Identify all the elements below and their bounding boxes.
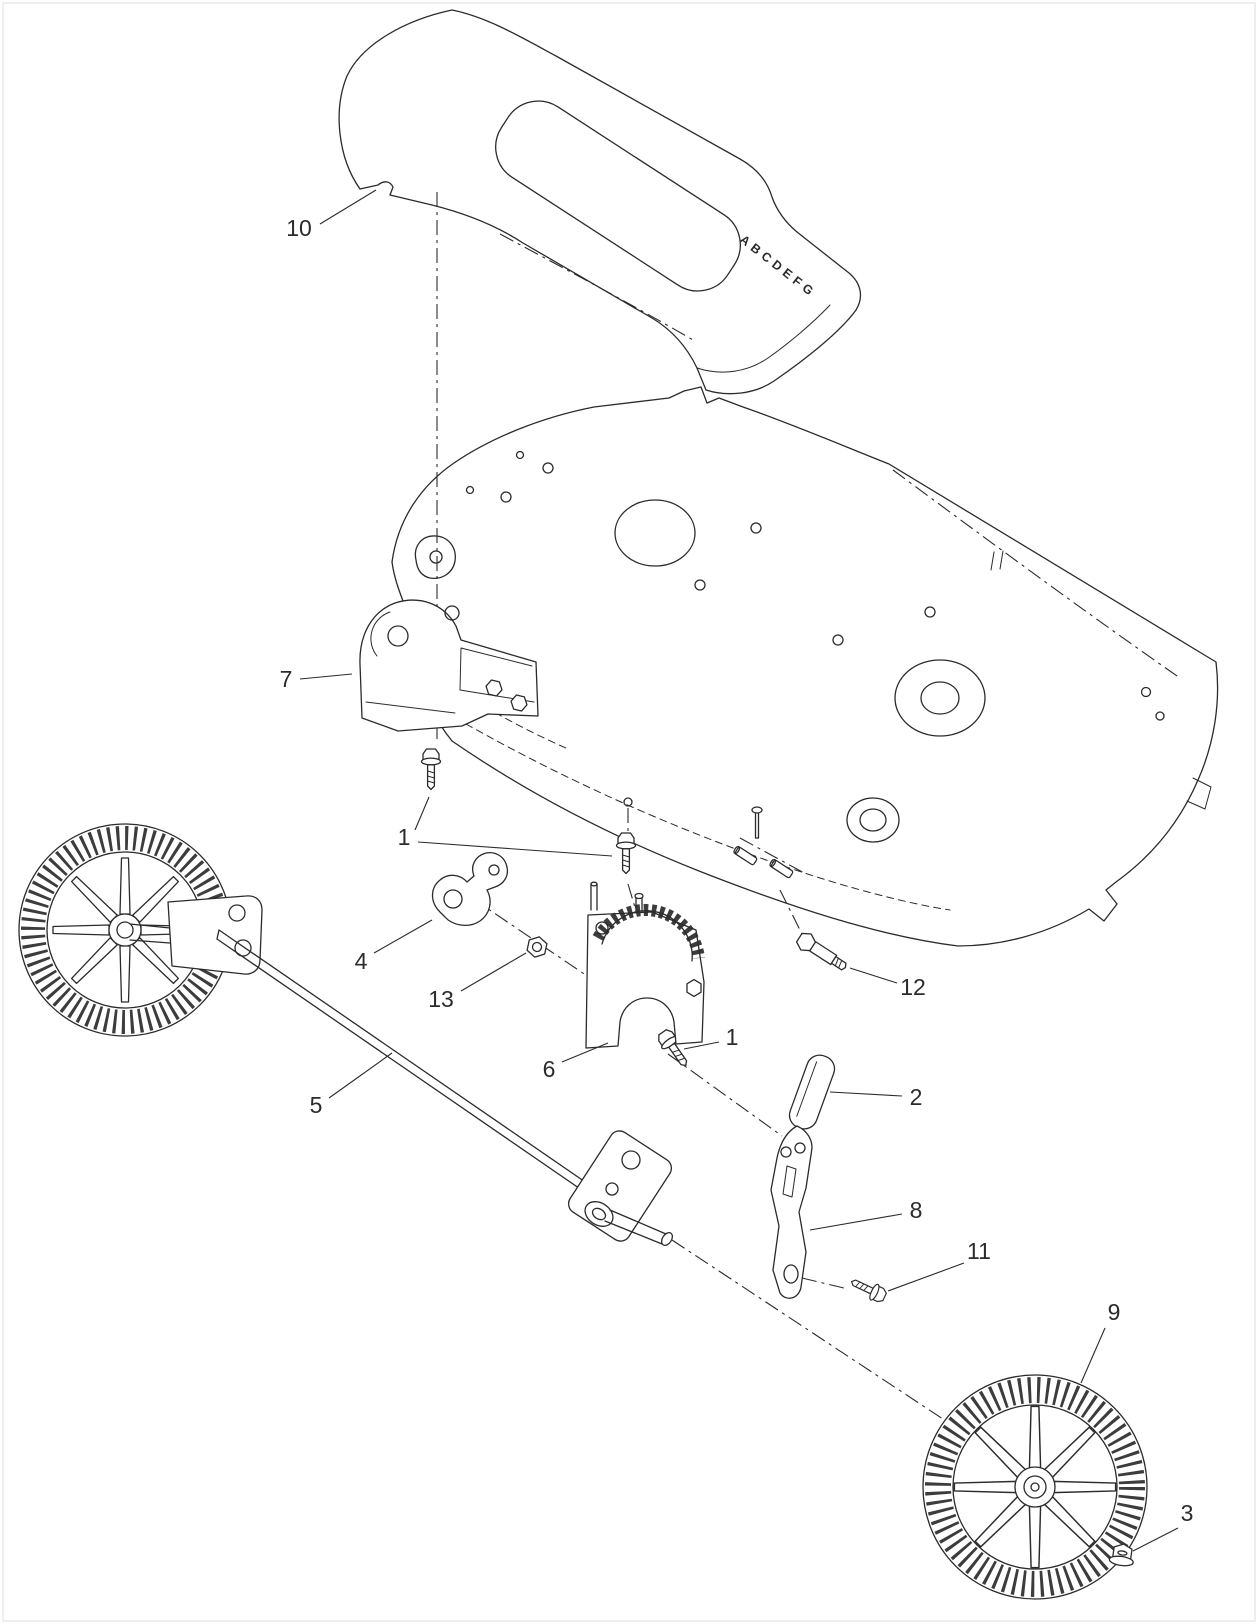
callout-label-2: 2 bbox=[910, 1084, 923, 1110]
height-adjuster-bracket bbox=[585, 881, 705, 1049]
callout-leader-7 bbox=[299, 673, 353, 680]
callout-leader-1 bbox=[414, 796, 430, 831]
bolt-1-upper bbox=[420, 748, 442, 791]
callout-label-10: 10 bbox=[286, 215, 312, 241]
callout-leader-8 bbox=[809, 1213, 903, 1231]
mounting-bracket bbox=[359, 599, 539, 732]
callout-label-4: 4 bbox=[355, 948, 368, 974]
callout-label-13: 13 bbox=[428, 986, 454, 1012]
callout-leader-1 bbox=[417, 841, 613, 857]
callout-leader-6 bbox=[561, 1042, 609, 1063]
adjuster-bolt bbox=[686, 978, 702, 998]
callout-leader-2 bbox=[829, 1091, 903, 1097]
callout-leader-1 bbox=[683, 1041, 720, 1050]
callout-leader-3 bbox=[1132, 1527, 1179, 1552]
flange-nut bbox=[1108, 1543, 1134, 1567]
callout-label-9: 9 bbox=[1108, 1299, 1121, 1325]
right-wheel-tread bbox=[925, 1377, 1145, 1597]
right-wheel bbox=[922, 1374, 1148, 1600]
cover-recess bbox=[495, 100, 741, 292]
handle-cover: ABCDEFG bbox=[338, 9, 862, 395]
bolt-11 bbox=[847, 1273, 889, 1306]
height-lever bbox=[770, 1125, 813, 1299]
center-line bbox=[779, 889, 804, 937]
hex-nut-13 bbox=[526, 936, 548, 958]
center-line bbox=[667, 1053, 783, 1137]
center-line bbox=[471, 897, 597, 983]
callout-leader-12 bbox=[849, 967, 898, 984]
dowel-pins bbox=[733, 806, 794, 879]
center-line bbox=[627, 883, 638, 915]
shoulder-bolt bbox=[795, 932, 847, 971]
callout-label-8: 8 bbox=[910, 1197, 923, 1223]
callout-leader-9 bbox=[1080, 1327, 1106, 1384]
small-screw bbox=[751, 806, 763, 839]
callout-leader-10 bbox=[319, 189, 377, 225]
callout-leader-13 bbox=[460, 952, 527, 992]
callout-label-1: 1 bbox=[398, 824, 411, 850]
dowel-pin bbox=[769, 858, 794, 879]
callout-label-1: 1 bbox=[726, 1024, 739, 1050]
pivot-bracket bbox=[431, 851, 509, 927]
callout-label-5: 5 bbox=[310, 1092, 323, 1118]
callout-label-7: 7 bbox=[280, 666, 293, 692]
axle-rod bbox=[216, 929, 674, 1247]
callout-label-12: 12 bbox=[900, 974, 926, 1000]
deck-hinge-tab bbox=[414, 535, 456, 579]
callout-label-3: 3 bbox=[1181, 1500, 1194, 1526]
adjuster-teeth bbox=[592, 904, 705, 959]
center-line bbox=[739, 837, 807, 875]
callout-label-6: 6 bbox=[543, 1056, 556, 1082]
callout-leader-11 bbox=[887, 1262, 965, 1292]
callout-label-11: 11 bbox=[967, 1238, 991, 1264]
deck-opening bbox=[614, 499, 696, 567]
deck-opening bbox=[846, 797, 900, 843]
center-line bbox=[801, 1277, 849, 1290]
mower-deck bbox=[391, 386, 1219, 947]
callout-leader-4 bbox=[373, 919, 433, 954]
callout-leader-5 bbox=[328, 1052, 393, 1099]
dowel-pin bbox=[733, 845, 758, 866]
bolt-1-middle bbox=[615, 832, 637, 875]
deck-opening bbox=[894, 659, 986, 737]
center-line bbox=[671, 1239, 1006, 1461]
